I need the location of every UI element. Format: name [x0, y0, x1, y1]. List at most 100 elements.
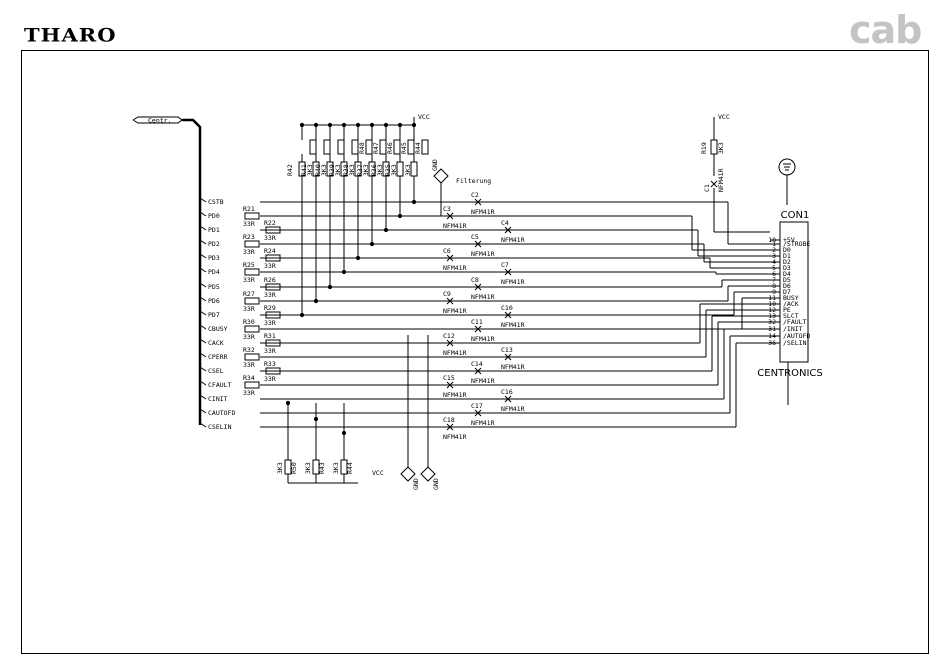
pin-name: D3: [783, 264, 791, 272]
pullup-ref: R41: [300, 164, 308, 176]
bottom-resistor-ref: R44: [346, 462, 354, 474]
filter-part: NFM41R: [501, 363, 525, 371]
pullup-ref: R35: [384, 164, 392, 176]
pullup-top-resistor: [421, 139, 429, 155]
resistor-value: 33R: [264, 375, 276, 383]
resistor-ref: R32: [243, 346, 255, 354]
pullup-ref: R36: [370, 164, 378, 176]
signal-label-cbusy: CBUSY: [208, 325, 228, 333]
pin-name: D2: [783, 258, 791, 266]
resistor-ref: R21: [243, 205, 255, 213]
filter-ref: C8: [471, 276, 479, 284]
filter-part: NFM41R: [471, 293, 495, 301]
resistor-r21: [244, 212, 260, 220]
filter-ref: C14: [471, 360, 483, 368]
signal-label-pd7: PD7: [208, 311, 220, 319]
filter-cross: [474, 240, 482, 248]
pin-name: /FAULT: [783, 318, 807, 326]
filter-ref: C13: [501, 346, 513, 354]
signal-label-pd4: PD4: [208, 268, 220, 276]
bus-entry: [199, 267, 207, 273]
pin-name: /ACK: [783, 300, 799, 308]
bus-entry: [199, 211, 207, 217]
pullup-top-resistor: [309, 139, 317, 155]
pin-number: 8: [772, 282, 776, 290]
filter-ref: C10: [501, 304, 513, 312]
pullup-value: 3K3: [404, 164, 412, 176]
resistor-value: 33R: [264, 291, 276, 299]
pin-number: 3: [772, 252, 776, 260]
filter-part: NFM41R: [471, 377, 495, 385]
pin-number: 32: [768, 318, 776, 326]
filter-part: NFM41R: [501, 236, 525, 244]
pullup-ref: R39: [328, 164, 336, 176]
bus-label: Centr.: [148, 117, 171, 125]
pin-number: 2: [772, 246, 776, 254]
pin-name: BUSY: [783, 294, 799, 302]
resistor-ref: R34: [243, 374, 255, 382]
bottom-resistor-value: 3K3: [276, 462, 284, 474]
resistor-value: 33R: [243, 389, 255, 397]
pin-number: 18: [768, 236, 776, 244]
pin-number: 11: [768, 294, 776, 302]
resistor-ref: R23: [243, 233, 255, 241]
bottom-resistor-ref: R50: [290, 462, 298, 474]
bottom-resistor-value: 3K3: [332, 462, 340, 474]
filter-cross: [504, 268, 512, 276]
signal-label-pd5: PD5: [208, 283, 220, 291]
pullup-top-resistor: [379, 139, 387, 155]
resistor-ref: R27: [243, 290, 255, 298]
r19-ref: R19: [700, 142, 708, 154]
resistor-ref: R24: [264, 247, 276, 255]
pullup-top-ref: R48: [358, 142, 366, 154]
pin-name: D5: [783, 276, 791, 284]
filter-part: NFM41R: [443, 222, 467, 230]
pin-name: D0: [783, 246, 791, 254]
pullup-top-resistor: [365, 139, 373, 155]
filter-cross: [474, 325, 482, 333]
pin-name: +5V: [783, 236, 795, 244]
pullup-value: 3K3: [348, 164, 356, 176]
bus-entry: [199, 197, 207, 203]
filter-cross: [504, 353, 512, 361]
pullup-value: 3K3: [306, 164, 314, 176]
bus-entry: [199, 225, 207, 231]
resistor-value: 33R: [243, 220, 255, 228]
pin-name: PE: [783, 306, 791, 314]
pullup-value: 3K3: [376, 164, 384, 176]
bus-entry: [199, 380, 207, 386]
gnd-label-bottom-1: GND: [412, 478, 420, 490]
resistor-value: 33R: [264, 347, 276, 355]
pin-number: 7: [772, 276, 776, 284]
resistor-r30: [244, 325, 260, 333]
resistor-ref: R33: [264, 360, 276, 368]
pullup-value: 3K3: [390, 164, 398, 176]
pin-number: 9: [772, 288, 776, 296]
filter-cross: [504, 226, 512, 234]
resistor-ref: R29: [264, 304, 276, 312]
filter-diamond-bottom-1: [400, 466, 416, 482]
filter-cross: [710, 180, 718, 188]
signal-label-pd1: PD1: [208, 226, 220, 234]
pullup-value: 3K3: [320, 164, 328, 176]
filter-part: NFM41R: [443, 433, 467, 441]
pullup-value: 3K3: [334, 164, 342, 176]
filter-ref: C2: [471, 191, 479, 199]
signal-label-pd3: PD3: [208, 254, 220, 262]
filter-ref: C16: [501, 388, 513, 396]
filter-ref: C5: [471, 233, 479, 241]
resistor-ref: R22: [264, 219, 276, 227]
filter-cross: [446, 423, 454, 431]
filter-ref: C3: [443, 205, 451, 213]
pin-number: 4: [772, 258, 776, 266]
pin-name: SLCT: [783, 312, 799, 320]
resistor-value: 33R: [243, 361, 255, 369]
filter-cross: [504, 311, 512, 319]
pin-name: D6: [783, 282, 791, 290]
resistor-value: 33R: [264, 319, 276, 327]
vcc-label-r19: VCC: [718, 113, 730, 121]
signal-label-cfault: CFAULT: [208, 381, 232, 389]
resistor-r23: [244, 240, 260, 248]
bus-entry: [199, 366, 207, 372]
connector-con1: [779, 221, 809, 363]
